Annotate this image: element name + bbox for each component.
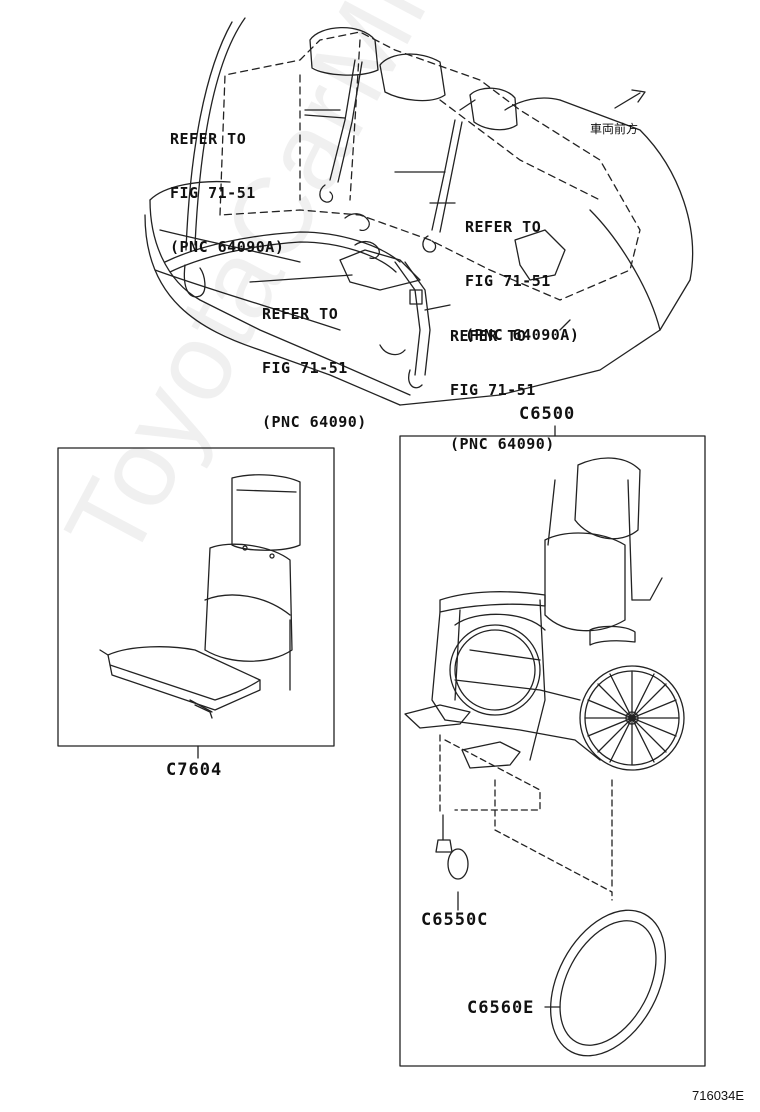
- figure-number: 716034E: [692, 1088, 745, 1103]
- callout-refer-text: REFER TO: [465, 218, 542, 236]
- callout-fig-text: FIG 71-51: [262, 359, 348, 377]
- callout-refer-1: REFER TO FIG 71-51 (PNC 64090A): [170, 94, 284, 292]
- callout-pnc-text: (PNC 64090): [450, 435, 555, 453]
- vehicle-cargo-area: [144, 17, 694, 406]
- callout-refer-3: REFER TO FIG 71-51 (PNC 64090): [262, 269, 367, 467]
- vehicle-front-direction-label: 車両前方: [590, 122, 639, 136]
- part-code-c6550c: C6550C: [421, 910, 489, 930]
- callout-fig-text: FIG 71-51: [465, 272, 551, 290]
- callout-fig-text: FIG 71-51: [170, 184, 256, 202]
- callout-pnc-text: (PNC 64090A): [170, 238, 285, 256]
- callout-refer-text: REFER TO: [170, 130, 247, 148]
- callout-pnc-text: (PNC 64090): [262, 413, 367, 431]
- callout-refer-2: REFER TO FIG 71-51 (PNC 64090A): [465, 182, 579, 380]
- part-code-c6500: C6500: [519, 404, 576, 424]
- callout-pnc-text: (PNC 64090A): [465, 326, 580, 344]
- part-code-c6560e: C6560E: [467, 998, 535, 1018]
- callout-refer-text: REFER TO: [262, 305, 339, 323]
- seat-kit-group: [57, 447, 335, 759]
- wheelchair-group: [399, 425, 706, 1067]
- callout-fig-text: FIG 71-51: [450, 381, 536, 399]
- callout-refer-text: REFER TO: [450, 327, 527, 345]
- part-code-c7604: C7604: [166, 760, 223, 780]
- callout-refer-4: REFER TO FIG 71-51 (PNC 64090): [450, 291, 555, 489]
